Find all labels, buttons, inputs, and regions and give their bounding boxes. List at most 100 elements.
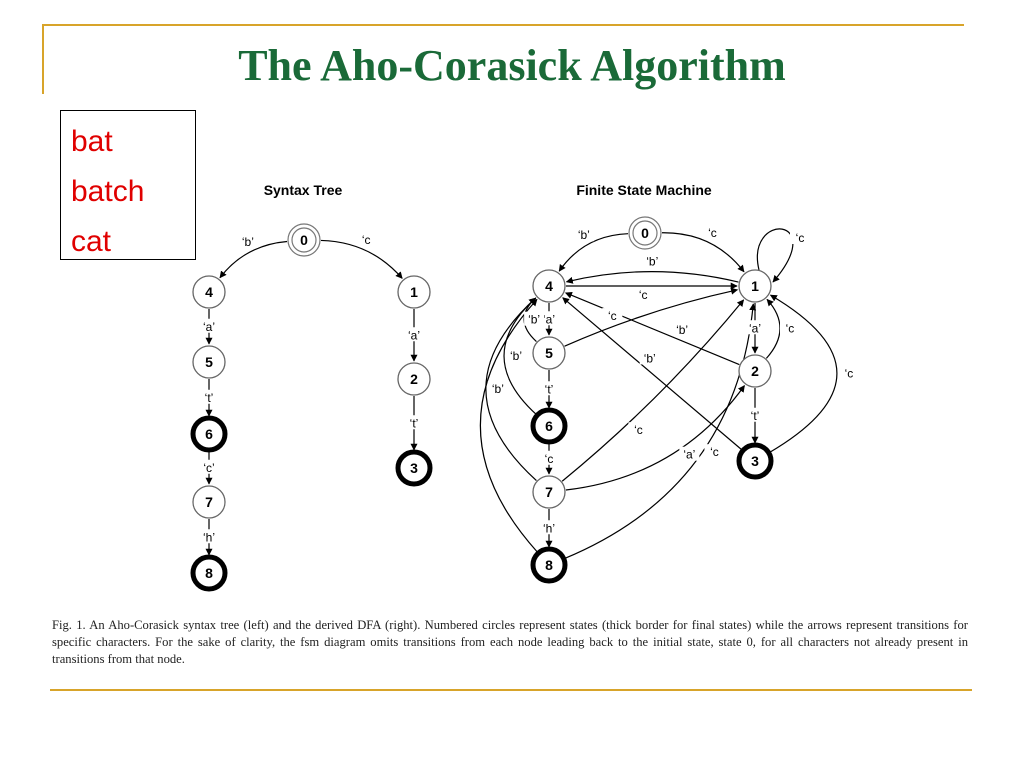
fsm-state-2: 2 [738, 354, 772, 388]
fsm-state-label: 3 [751, 453, 759, 469]
fsm-edge-label-bg [642, 253, 663, 268]
fsm-edge-label-bg [539, 381, 559, 396]
fsm-edge-label-7-to-2: ‘a’ [683, 448, 695, 462]
tree-state-3: 3 [395, 449, 433, 487]
fsm-edge-label-4-to-5: ‘a’ [543, 312, 555, 326]
fsm-edge-label-bg [704, 444, 725, 459]
tree-edge-label-bg [199, 529, 219, 544]
fsm-state-4: 4 [532, 269, 566, 303]
fsm-edge-label-6-to-7: ‘c [545, 452, 554, 466]
tree-state-0: 0 [287, 223, 321, 257]
fsm-state-label: 2 [751, 363, 759, 379]
tree-edge-label-bg [356, 231, 377, 246]
fsm-edge-2-to-4 [564, 292, 740, 366]
fsm-edge-5-to-1 [564, 287, 739, 347]
tree-state-label: 6 [205, 426, 213, 442]
tree-state-label: 4 [205, 284, 213, 300]
fsm-edge-1-to-1 [756, 228, 794, 283]
tree-edge-label-4-to-5: ‘a’ [203, 320, 215, 334]
fsm-edge-label-bg [838, 365, 859, 380]
fsm-edge-label-0-to-1: ‘c [708, 226, 717, 240]
fsm-state-label: 8 [545, 557, 553, 573]
fsm-edge-label-bg [672, 322, 693, 337]
figure-caption: Fig. 1. An Aho-Corasick syntax tree (lef… [52, 618, 968, 666]
tree-state-2: 2 [397, 362, 431, 396]
tree-edge-label-7-to-8: ‘h’ [203, 530, 215, 544]
fsm-edge-label-0-to-4: ‘b’ [578, 228, 590, 242]
fsm-state-1: 1 [738, 269, 772, 303]
tree-edge-label-0-to-4: ‘b’ [242, 235, 254, 249]
tree-state-4: 4 [192, 275, 226, 309]
frame-top-rule [42, 24, 964, 26]
fsm-edge-label-bg [539, 450, 559, 465]
fsm-edge-label-bg [539, 520, 559, 535]
fsm-edge-label-bg [639, 350, 660, 365]
fsm-edge-label-bg [506, 348, 527, 363]
fsm-state-5: 5 [532, 336, 566, 370]
tree-edge-label-2-to-3: ‘t’ [410, 416, 419, 430]
fsm-edge-label-4-to-1: ‘c [639, 288, 648, 302]
tree-state-label: 5 [205, 354, 213, 370]
tree-state-label: 2 [410, 371, 418, 387]
tree-state-label: 0 [300, 232, 308, 248]
fsm-state-3: 3 [736, 442, 774, 480]
fsm-state-label: 1 [751, 278, 759, 294]
fsm-state-label: 4 [545, 278, 553, 294]
fsm-edge-label-5-to-1: ‘c [608, 309, 617, 323]
fsm-edge-1-to-4 [565, 270, 739, 284]
fsm-edge-label-bg [702, 225, 723, 240]
fsm-edge-label-5-to-6: ‘t’ [545, 382, 554, 396]
frame-left-rule [42, 24, 44, 94]
fsm-edge-label-1-to-2: ‘a’ [749, 321, 761, 335]
fsm-edge-label-bg [745, 320, 765, 335]
fsm-state-7: 7 [532, 475, 566, 509]
fsm-edge-7-to-4 [485, 297, 537, 482]
tree-edge-0-to-1 [320, 239, 403, 279]
fsm-state-0: 0 [628, 216, 662, 250]
tree-state-5: 5 [192, 345, 226, 379]
fsm-edge-label-bg [679, 446, 700, 461]
tree-edge-label-bg [199, 318, 219, 333]
fsm-edge-label-bg [487, 381, 508, 396]
fsm-edge-label-2-to-4: ‘b’ [676, 323, 688, 337]
fsm-state-label: 5 [545, 345, 553, 361]
fsm-edge-label-bg [524, 311, 545, 326]
tree-state-label: 8 [205, 565, 213, 581]
fsm-edge-label-bg [745, 407, 765, 422]
fsm-edge-3-to-4 [562, 297, 743, 451]
fsm-edge-label-2-to-1: ‘c [786, 322, 795, 336]
fsm-edge-7-to-2 [565, 385, 745, 491]
pattern-word: cat [71, 225, 112, 258]
tree-edge-label-6-to-7: ‘c’ [203, 461, 214, 475]
tree-edge-label-5-to-6: ‘t’ [205, 391, 214, 405]
fsm-state-label: 7 [545, 484, 553, 500]
fsm-edge-label-7-to-8: ‘h’ [543, 521, 555, 535]
fsm-state-label: 0 [641, 225, 649, 241]
fsm-edge-label-bg [779, 320, 800, 335]
fsm-edge-label-8-to-1: ‘c [710, 445, 719, 459]
tree-edge-label-0-to-1: ‘c [362, 233, 371, 247]
syntax-tree-heading: Syntax Tree [264, 182, 343, 198]
tree-edge-label-bg [199, 459, 219, 474]
fsm-edge-label-bg [628, 422, 649, 437]
fsm-edge-2-to-1 [765, 298, 781, 359]
fsm-edge-label-bg [573, 227, 594, 242]
pattern-word-list: bat batch cat [60, 110, 196, 260]
fsm-edge-label-2-to-3: ‘t’ [751, 409, 760, 423]
tree-edge-0-to-4 [219, 240, 288, 279]
diagram-labels: ‘b’ ‘c ‘a’ ‘t’ ‘c’ ‘h’ ‘a’ ‘t’ ‘b’ ‘c ‘c ‘b’ ‘c ‘a’ ‘b… [199, 225, 859, 544]
fsm-edge-7-to-1 [561, 299, 745, 482]
tree-state-8: 8 [190, 554, 228, 592]
fsm-state-label: 6 [545, 418, 553, 434]
tree-edge-label-bg [404, 327, 424, 342]
tree-state-7: 7 [192, 485, 226, 519]
fsm-edge-8-to-1 [564, 303, 757, 560]
fsm-edge-label-3-to-1: ‘c [845, 367, 854, 381]
fsm-state-8: 8 [530, 546, 568, 584]
fsm-edge-label-1-to-4: ‘b’ [646, 255, 658, 269]
fsm-edge-3-to-1 [769, 294, 838, 453]
fsm-edge-label-bg [602, 308, 623, 323]
pattern-word: bat [71, 125, 113, 158]
